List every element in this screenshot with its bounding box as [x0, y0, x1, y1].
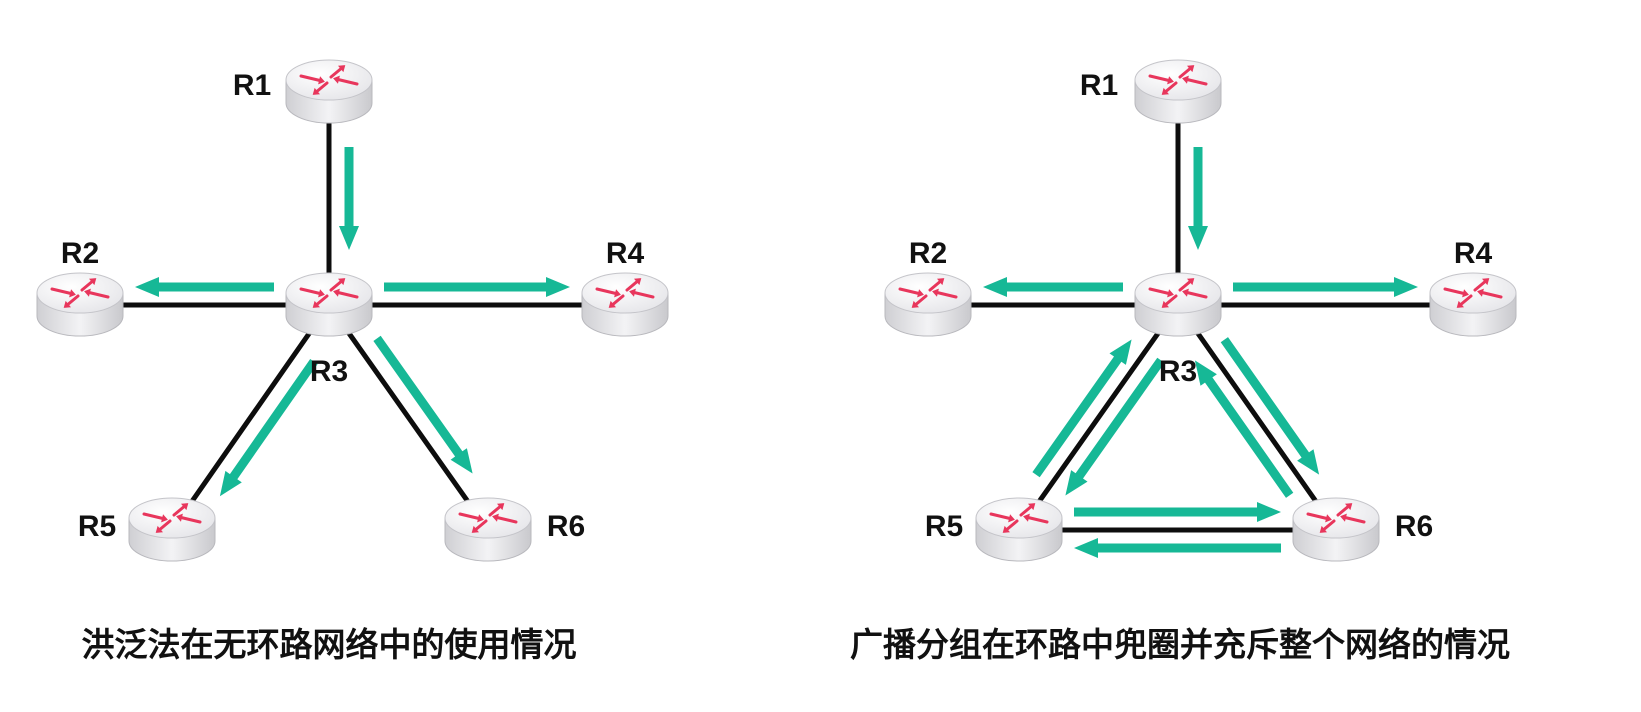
router-top	[128, 497, 216, 539]
router-r2: R2	[884, 237, 972, 337]
router-top	[1292, 497, 1380, 539]
router-top	[444, 497, 532, 539]
router-label-r3: R3	[310, 355, 348, 388]
router-arrows-icon	[299, 65, 359, 95]
router-label-r4: R4	[1454, 237, 1493, 270]
flow-arrow-r3-to-r5	[219, 359, 318, 497]
router-arrows-icon	[595, 278, 655, 308]
router-r5: R5	[78, 497, 216, 562]
router-arrows-icon	[50, 278, 110, 308]
flow-arrow-r1-to-r3	[339, 147, 359, 250]
flow-arrow-r3-to-r2	[983, 277, 1123, 297]
router-r1: R1	[1080, 59, 1222, 124]
router-r4: R4	[1429, 237, 1517, 337]
flow-arrow-r3-to-r5	[1065, 357, 1165, 496]
router-top	[884, 272, 972, 314]
router-top	[1134, 59, 1222, 101]
router-top	[1429, 272, 1517, 314]
router-arrows-icon	[142, 503, 202, 533]
router-label-r5: R5	[78, 510, 116, 543]
router-arrows-icon	[989, 503, 1049, 533]
router-label-r1: R1	[1080, 69, 1118, 102]
router-r6: R6	[1292, 497, 1433, 562]
flow-arrow-r6-to-r5	[1074, 538, 1281, 558]
router-arrows-icon	[1306, 503, 1366, 533]
flow-arrow-r3-to-r4	[1233, 277, 1418, 297]
flow-arrow-r3-to-r6	[373, 335, 473, 474]
router-label-r2: R2	[909, 237, 947, 270]
link-r3-r6	[1175, 302, 1339, 533]
flow-arrow-r5-to-r6	[1074, 502, 1281, 522]
link-r3-r5	[169, 302, 332, 533]
router-top	[1134, 272, 1222, 314]
flow-arrow-r5-to-r3	[1032, 339, 1132, 478]
router-arrows-icon	[1443, 278, 1503, 308]
router-label-r3: R3	[1159, 355, 1197, 388]
router-top	[975, 497, 1063, 539]
router-label-r5: R5	[925, 510, 963, 543]
flow-arrow-r6-to-r3	[1194, 360, 1294, 498]
flow-arrows-layer	[135, 147, 570, 497]
right-diagram-caption: 广播分组在环路中兜圈并充斥整个网络的情况	[850, 625, 1510, 664]
flow-arrow-r3-to-r6	[1220, 337, 1320, 475]
router-r4: R4	[581, 237, 669, 337]
router-label-r6: R6	[547, 510, 585, 543]
router-arrows-icon	[299, 278, 359, 308]
router-r2: R2	[36, 237, 124, 337]
router-top	[285, 272, 373, 314]
flow-arrow-r3-to-r4	[384, 277, 570, 297]
router-top	[581, 272, 669, 314]
router-top	[36, 272, 124, 314]
flow-arrows-layer	[983, 147, 1418, 558]
router-r6: R6	[444, 497, 585, 562]
left-diagram-caption: 洪泛法在无环路网络中的使用情况	[82, 625, 577, 664]
router-r3: R3	[1134, 272, 1222, 388]
router-r5: R5	[925, 497, 1063, 562]
router-r3: R3	[285, 272, 373, 388]
router-label-r6: R6	[1395, 510, 1433, 543]
router-arrows-icon	[458, 503, 518, 533]
flow-arrow-r3-to-r2	[135, 277, 274, 297]
link-r3-r5	[1016, 302, 1181, 533]
router-arrows-icon	[898, 278, 958, 308]
flow-arrow-r1-to-r3	[1188, 147, 1208, 250]
link-r3-r6	[326, 302, 491, 533]
router-label-r2: R2	[61, 237, 99, 270]
router-arrows-icon	[1148, 278, 1208, 308]
router-top	[285, 59, 373, 101]
router-label-r1: R1	[233, 69, 271, 102]
router-label-r4: R4	[606, 237, 645, 270]
router-arrows-icon	[1148, 65, 1208, 95]
router-r1: R1	[233, 59, 373, 124]
